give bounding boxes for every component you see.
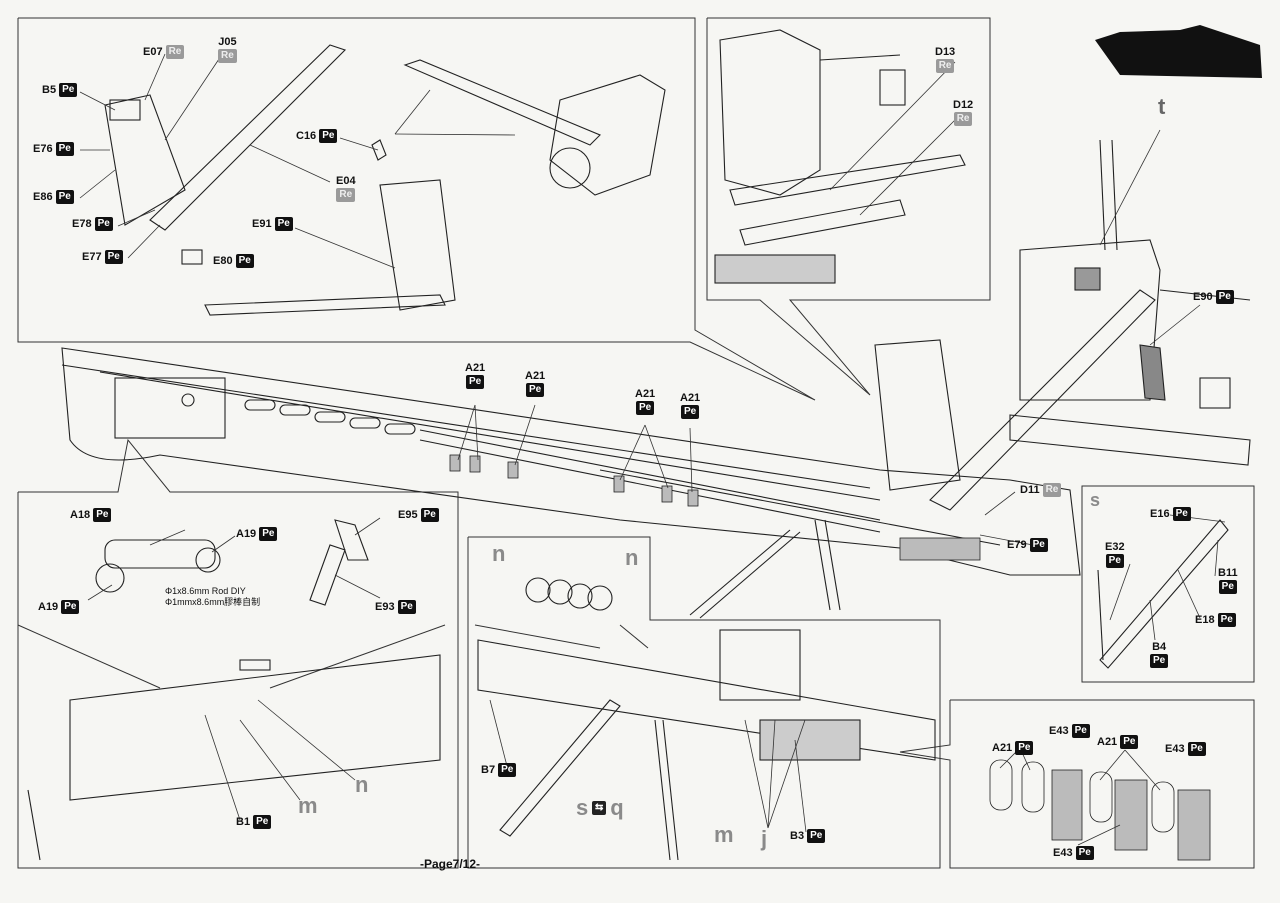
step-letter-t: t bbox=[1158, 94, 1166, 119]
inset-frame-bottom-mid bbox=[467, 536, 941, 869]
page-number: -Page7/12- bbox=[420, 857, 481, 871]
porthole-row bbox=[244, 399, 416, 435]
ladder-s bbox=[1099, 519, 1229, 669]
hull-outline bbox=[61, 347, 1081, 576]
step-letter-m-lower-left: m bbox=[298, 793, 318, 818]
rod-note-line2: Φ1mmx8.6mm膠棒自制 bbox=[165, 597, 261, 607]
step-letter-n-inset-right: n bbox=[625, 545, 639, 570]
swap-icon: ⇆ bbox=[592, 801, 607, 815]
inset-frame-top-right bbox=[706, 17, 991, 396]
rod-note-line1: Φ1x8.6mm Rod DIY bbox=[165, 586, 246, 596]
rod-note: Φ1x8.6mm Rod DIY Φ1mmx8.6mm膠棒自制 bbox=[165, 586, 260, 608]
roller-a18 bbox=[104, 539, 216, 569]
step-symbol-s-q: s ⇆ q bbox=[576, 795, 624, 821]
crane-cab bbox=[549, 74, 666, 196]
crane-arm-2 bbox=[403, 59, 601, 146]
step-letter-m-lower-mid: m bbox=[714, 822, 734, 847]
window-frame-a21 bbox=[989, 759, 1013, 811]
crane-tower-2 bbox=[379, 179, 456, 311]
superstructure-block bbox=[1019, 239, 1161, 401]
ladder-e93 bbox=[309, 544, 346, 606]
inset-frame-s bbox=[1081, 485, 1255, 683]
inset-frame-top-left bbox=[17, 17, 816, 401]
step-letter-s-inset: s bbox=[1090, 490, 1101, 510]
step-letter-n-inset-left: n bbox=[492, 541, 506, 566]
crane-tower-1 bbox=[104, 94, 186, 226]
step-letter-j-lower-mid: j bbox=[761, 826, 768, 851]
wheel-set bbox=[525, 577, 613, 611]
step-letter-q-symbol: q bbox=[610, 795, 624, 820]
step-letter-n-lower-left: n bbox=[355, 772, 369, 797]
ship-silhouette-icon bbox=[1095, 25, 1262, 78]
inset-frame-bottom-left bbox=[17, 438, 459, 869]
crane-boom bbox=[929, 289, 1156, 511]
ladder-b7 bbox=[499, 699, 621, 837]
step-letter-s-symbol: s bbox=[576, 795, 589, 820]
inset-frame-bottom-right bbox=[899, 699, 1255, 869]
crane-arm-1 bbox=[149, 44, 347, 231]
funnel-tower bbox=[874, 339, 961, 491]
funnel-detail bbox=[719, 29, 821, 196]
crane-arm-3 bbox=[204, 294, 446, 316]
ladder-e95 bbox=[334, 519, 369, 561]
